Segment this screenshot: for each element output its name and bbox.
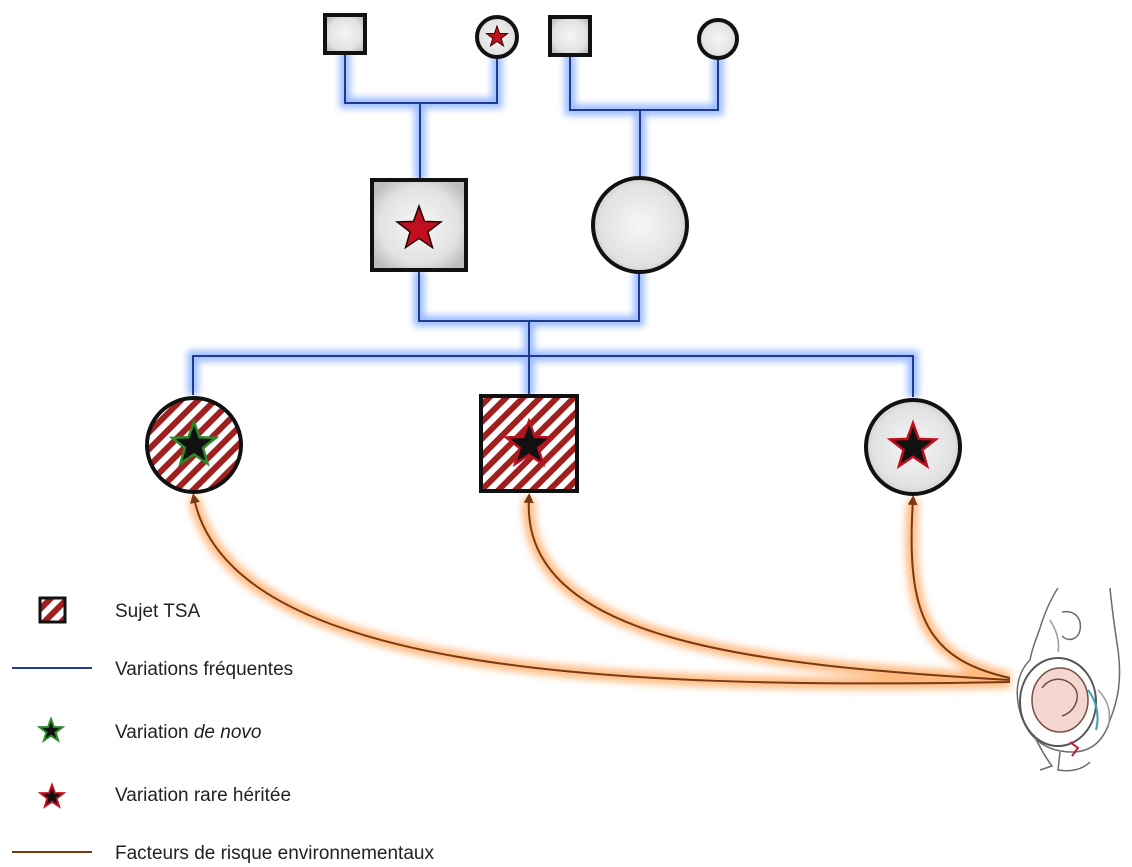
environment-arrows	[190, 493, 1011, 685]
environment-arrow-glow	[188, 496, 1012, 690]
legend-common-variations-label: Variations fréquentes	[115, 659, 293, 680]
sibship-line	[192, 355, 914, 397]
legend: Sujet TSA Variations fréquentes Variatio…	[12, 596, 434, 864]
grandfather-maternal-square	[548, 15, 592, 57]
father-rare-star-icon	[394, 203, 444, 250]
environment-arrow-right-child	[907, 495, 1011, 679]
pregnant-woman-illustration	[1016, 587, 1121, 772]
grandfather-paternal-square	[323, 13, 367, 55]
legend-environmental-label: Facteurs de risque environnementaux	[115, 843, 434, 864]
grandmother-maternal-circle	[697, 18, 739, 60]
middle-child-rare-star-icon	[502, 417, 556, 468]
right-child-rare-star-icon	[886, 419, 940, 470]
grandparents-paternal-line	[344, 50, 498, 104]
legend-asd-subject-label: Sujet TSA	[115, 601, 201, 622]
parents-marriage-line	[418, 271, 640, 322]
grandparents-maternal-line	[569, 50, 719, 111]
environment-arrow-left-child	[190, 493, 1011, 685]
grandmother-paternal-rare-star-icon	[485, 24, 509, 48]
legend-asd-subject-swatch	[38, 596, 67, 624]
mother-circle	[591, 176, 689, 274]
legend-rare-inherited-star-icon	[37, 782, 67, 809]
common-variation-glow	[187, 50, 919, 397]
common-variation-lines	[192, 50, 914, 397]
legend-rare-inherited-label: Variation rare héritée	[115, 785, 291, 806]
legend-de-novo-label: Variation de novo	[115, 722, 261, 743]
legend-de-novo-star-icon	[36, 716, 66, 743]
environment-arrow-middle-child	[523, 493, 1011, 681]
left-child-de-novo-star-icon	[168, 418, 220, 467]
